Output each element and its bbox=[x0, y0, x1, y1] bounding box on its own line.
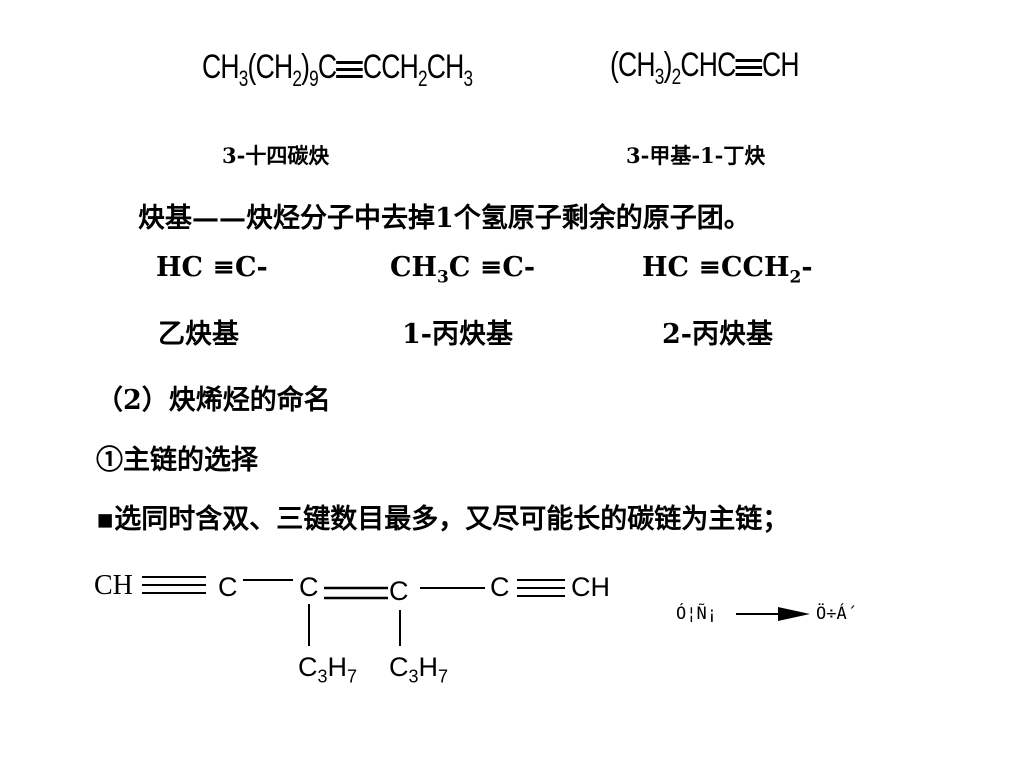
alkynyl-formula-2: CH3C ≡C- bbox=[390, 252, 536, 288]
atom-ch-right: CH bbox=[571, 572, 610, 602]
triple-bond bbox=[336, 59, 363, 79]
substituent-c3h7-1: C3H7 bbox=[298, 652, 358, 687]
alkynyl-formula-1: HC ≡C- bbox=[156, 252, 268, 283]
atom-c-3: C bbox=[389, 576, 409, 606]
atom-c-2: C bbox=[299, 572, 319, 602]
atom-c-1: C bbox=[218, 572, 238, 602]
atom-c-4: C bbox=[490, 572, 510, 602]
annotation-right: Ö÷Á´ bbox=[816, 604, 857, 624]
alkynyl-name-2: 1-丙炔基 bbox=[402, 319, 513, 350]
section-title: （2）炔烯烃的命名 bbox=[96, 385, 331, 416]
alkynyl-definition: 炔基——炔烃分子中去掉1个氢原子剩余的原子团。 bbox=[138, 203, 751, 234]
subsection-title: ①主链的选择 bbox=[96, 445, 258, 476]
main-chain-rule: ▪选同时含双、三键数目最多，又尽可能长的碳链为主链； bbox=[96, 504, 790, 535]
atom-ch-left: CH bbox=[94, 570, 133, 601]
alkynyl-name-3: 2-丙炔基 bbox=[662, 319, 773, 350]
triple-bond bbox=[735, 57, 763, 77]
alkynyl-name-1: 乙炔基 bbox=[158, 319, 239, 350]
alkynyl-formula-3: HC ≡CCH2- bbox=[642, 252, 813, 288]
example-name-2: 3-甲基-1-丁炔 bbox=[626, 143, 766, 168]
example-name-1: 3-十四碳炔 bbox=[222, 143, 330, 168]
annotation-left: Ó¦Ñ¡ bbox=[676, 604, 717, 624]
substituent-c3h7-2: C3H7 bbox=[389, 652, 449, 687]
